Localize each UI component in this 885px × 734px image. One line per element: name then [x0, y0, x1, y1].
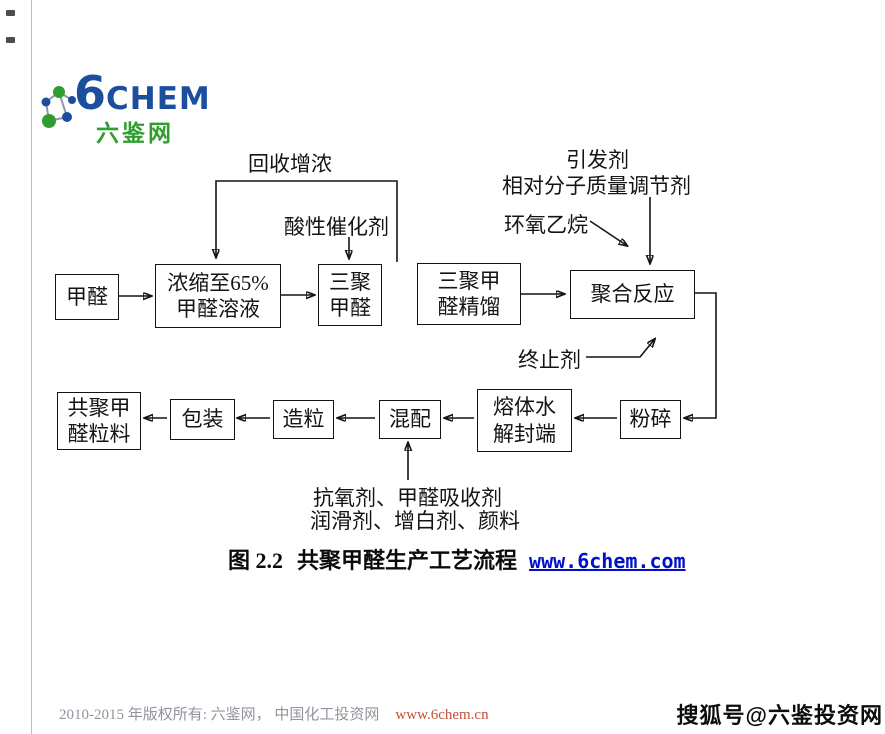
label-acid-catalyst: 酸性催化剂	[284, 215, 389, 239]
logo-subtitle: 六鉴网	[96, 121, 174, 147]
footer-link[interactable]: www.6chem.cn	[395, 707, 489, 723]
logo-brand-name: CHEM	[106, 81, 211, 117]
flowchart-box-crushing: 粉碎	[620, 400, 681, 439]
logo-brand: 6CHEM	[74, 66, 211, 120]
logo-brand-mark: 6	[74, 66, 107, 120]
flowchart-box-compounding: 混配	[379, 400, 441, 439]
arrow-ethylene-oxide	[589, 220, 626, 245]
sohu-watermark: 搜狐号@六鉴投资网	[676, 703, 883, 728]
footer: 2010-2015 年版权所有: 六鉴网， 中国化工投资网 www.6chem.c…	[59, 703, 489, 724]
arrow-recycle-loop	[216, 180, 398, 262]
figure-caption: 图 2.2 共聚甲醛生产工艺流程 www.6chem.com	[228, 543, 686, 575]
label-initiator: 引发剂	[566, 148, 629, 172]
label-ethylene-oxide: 环氧乙烷	[504, 213, 588, 237]
corner-mark	[6, 10, 15, 16]
flowchart-box-concentrate: 浓缩至65% 甲醛溶液	[155, 264, 281, 328]
flowchart-box-packaging: 包装	[170, 399, 235, 440]
flowchart-box-trioxane: 三聚 甲醛	[318, 264, 382, 326]
flowchart-box-trioxane-distillation: 三聚甲 醛精馏	[417, 263, 521, 325]
flowchart-box-granulation: 造粒	[273, 400, 334, 439]
copyright-text: 2010-2015 年版权所有: 六鉴网， 中国化工投资网	[59, 707, 380, 723]
label-molecular-weight-regulator: 相对分子质量调节剂	[502, 174, 691, 198]
flowchart-box-melt-hydrolysis-endcapping: 熔体水 解封端	[477, 389, 572, 452]
label-terminator: 终止剂	[518, 348, 581, 372]
label-additives-line2: 润滑剂、增白剂、颜料	[310, 509, 520, 533]
caption-link[interactable]: www.6chem.com	[529, 549, 686, 573]
arrow-terminator	[586, 340, 654, 358]
logo: 6CHEM 六鉴网	[34, 66, 254, 147]
flowchart-box-formaldehyde: 甲醛	[55, 274, 119, 320]
figure-title: 共聚甲醛生产工艺流程	[297, 548, 518, 573]
figure-number: 图 2.2	[228, 548, 284, 573]
flowchart-box-polymerization: 聚合反应	[570, 270, 695, 319]
arrow-polymerization-to-crushing	[686, 292, 717, 418]
left-margin-rule	[31, 0, 32, 734]
flowchart-box-copolymer-pellets: 共聚甲 醛粒料	[57, 392, 141, 450]
molecule-icon	[41, 86, 76, 128]
label-recycle-concentration: 回收增浓	[248, 152, 332, 176]
label-additives-line1: 抗氧剂、甲醛吸收剂	[313, 486, 502, 510]
corner-mark	[6, 37, 15, 43]
